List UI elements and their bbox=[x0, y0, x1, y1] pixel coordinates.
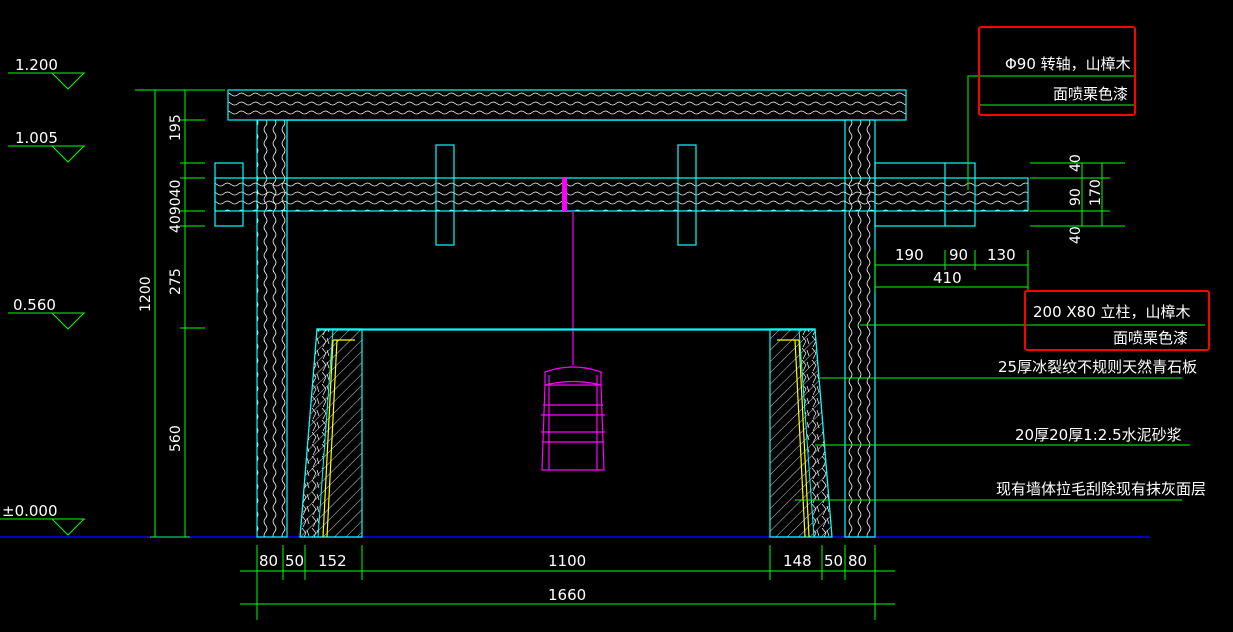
wall-note: 现有墙体拉毛刮除现有抹灰面层 bbox=[996, 480, 1206, 498]
axle-beam bbox=[214, 177, 1029, 212]
level-label: 1.005 bbox=[15, 129, 58, 147]
right-vertical-dimensions: 40 90 170 40 bbox=[1030, 154, 1125, 244]
dim-beam-group: 409040 bbox=[168, 180, 184, 233]
dim-bottom-total: 1660 bbox=[548, 586, 586, 604]
well-wall bbox=[299, 328, 833, 538]
dim-bottom-7: 80 bbox=[848, 552, 867, 570]
dim-side-total: 410 bbox=[933, 269, 962, 287]
dim-right-b: 90 bbox=[1068, 188, 1084, 206]
axle-right-end bbox=[874, 162, 976, 227]
level-marker-1200: 1.200 bbox=[8, 56, 85, 90]
dim-right-a: 40 bbox=[1068, 154, 1084, 172]
dim-side-c: 130 bbox=[987, 246, 1016, 264]
mortar-note: 20厚20厚1:2.5水泥砂浆 bbox=[1015, 426, 1182, 444]
level-label: 1.200 bbox=[15, 56, 58, 74]
dim-overall-height: 1200 bbox=[138, 276, 154, 312]
dim-bottom-5: 148 bbox=[783, 552, 812, 570]
dim-right-c: 170 bbox=[1088, 179, 1104, 206]
level-marker-1005: 1.005 bbox=[8, 129, 85, 163]
post-note-line2: 面喷栗色漆 bbox=[1113, 329, 1188, 347]
left-vertical-dimensions: 1200 195 409040 275 560 bbox=[135, 89, 225, 538]
dim-side-b: 90 bbox=[949, 246, 968, 264]
rope-drum-mark bbox=[562, 178, 567, 211]
dim-bottom-4: 1100 bbox=[548, 552, 586, 570]
dim-mid: 275 bbox=[168, 268, 184, 295]
dim-side-a: 190 bbox=[895, 246, 924, 264]
axle-note-line2: 面喷栗色漆 bbox=[1053, 85, 1128, 103]
dim-top: 195 bbox=[168, 114, 184, 141]
axle-note-highlight bbox=[978, 26, 1136, 116]
dim-bottom-2: 50 bbox=[285, 552, 304, 570]
bottom-dimensions: 80 50 152 1100 148 50 80 1660 bbox=[240, 545, 895, 620]
axle-note-line1: Φ90 转轴，山樟木 bbox=[1005, 55, 1131, 73]
axle-left-end bbox=[214, 162, 244, 227]
dim-bottom-3: 152 bbox=[318, 552, 347, 570]
bucket bbox=[541, 366, 605, 471]
level-marker-0000: ±0.000 bbox=[0, 502, 85, 536]
side-horizontal-dimensions: 190 90 130 410 bbox=[874, 246, 1029, 292]
post-note-highlight bbox=[1024, 290, 1210, 351]
handle-right bbox=[677, 144, 697, 246]
level-marker-0560: 0.560 bbox=[8, 296, 85, 330]
dim-bottom-6: 50 bbox=[824, 552, 843, 570]
dim-lower: 560 bbox=[168, 425, 184, 452]
stone-note: 25厚冰裂纹不规则天然青石板 bbox=[998, 358, 1197, 376]
post-note-line1: 200 X80 立柱，山樟木 bbox=[1033, 303, 1191, 321]
level-label: 0.560 bbox=[13, 296, 56, 314]
top-beam bbox=[227, 89, 907, 121]
handle-left bbox=[435, 144, 455, 246]
level-label: ±0.000 bbox=[2, 502, 58, 520]
dim-right-d: 40 bbox=[1068, 226, 1084, 244]
dim-bottom-1: 80 bbox=[259, 552, 278, 570]
